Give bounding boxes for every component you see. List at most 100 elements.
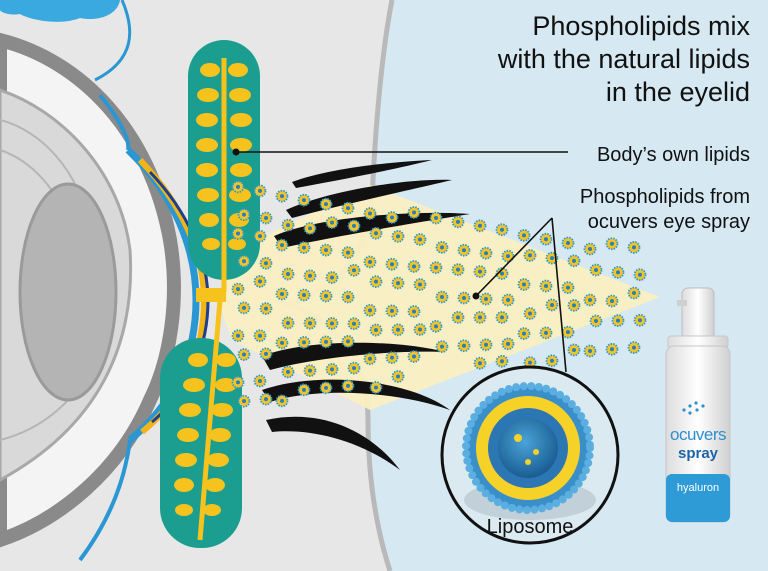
liposome-head-group [474,406,483,415]
phospholipid-particle-core [242,212,246,217]
liposome-head-group [580,418,589,427]
liposome-head-group [522,505,531,514]
phospholipid-particle-core [302,340,306,345]
title-line-3: in the eyelid [605,77,750,107]
phospholipid-particle-core [346,339,350,344]
phospholipid-particle-core [236,333,240,338]
phospholipid-particle-core [500,271,504,276]
phospholipid-particle-core [258,279,262,284]
phospholipid-particle-core [302,198,306,203]
bottle-variant: hyaluron [676,482,720,494]
phospholipid-particle-core [396,281,400,286]
liposome-head-group [584,458,593,467]
liposome-head-group [530,505,539,514]
upper-gland [188,40,260,292]
phospholipid-particle-core [544,237,548,242]
phospholipid-particle-core [484,251,488,256]
liposome-head-group [585,440,594,449]
phospholipid-particle-core [308,273,312,278]
phospholipid-particle-core [374,279,378,284]
liposome-head-group [570,485,579,494]
phospholipid-particle-core [242,305,246,310]
phospholipid-particle-core [478,223,482,228]
liposome-head-group [464,426,473,435]
liposome-head-group [585,433,594,442]
phospholipid-particle-core [610,347,614,352]
phospholipid-particle-core [528,253,532,258]
gland-duct [196,288,226,302]
diagram-title: Phospholipids mix with the natural lipid… [430,10,750,109]
phospholipid-particle-core [544,284,548,289]
liposome-head-group [507,503,516,512]
phospholipid-particle-core [368,308,372,313]
liposome-head-group [537,504,546,513]
phospholipid-particle-core [236,184,240,189]
liposome-head-group [504,385,513,394]
liposome-head-group [462,434,471,443]
phospholipid-particle-core [418,282,422,287]
phospholipid-particle-core [572,347,576,352]
phospholipid-particle-core [324,248,328,253]
phospholipid-particle-core [412,354,416,359]
lens [18,182,118,402]
phospholipid-particle-core [242,399,246,404]
liposome-head-group [519,382,528,391]
phospholipid-particle-core [324,294,328,298]
phospholipid-particle-core [286,320,290,325]
phospholipid-particle-core [456,267,460,272]
phospholipid-particle-core [374,385,378,390]
phospholipid-particle-core [324,339,328,344]
phospholipid-particle-core [440,245,444,250]
phospholipid-particle-core [264,261,268,266]
phospholipid-particle-core [500,315,504,320]
liposome-head-group [484,395,493,404]
liposome-magnifier [440,365,620,545]
liposome-head-group [468,471,477,480]
phospholipid-particle-core [572,303,576,308]
phospholipid-particle-core [462,296,466,300]
phospholipid-particle-core [330,275,334,280]
phospholipid-particle-core [484,342,488,347]
phospholipid-particle-core [522,233,526,238]
phospholipid-particle-core [258,333,262,338]
phospholipid-particle-core [308,368,312,373]
liposome-head-group [578,473,587,482]
phospholipid-particle-core [286,272,290,277]
phospholipid-particle-core [632,291,636,295]
phospholipid-particle-core [330,321,334,326]
phospholipid-particle-core [550,302,554,307]
liposome-head-group [581,466,590,475]
phospholipid-particle-core [258,378,262,383]
label-liposome: Liposome [486,516,574,538]
label-phospholipids-line-1: Phospholipids from [579,186,750,208]
phospholipid-particle-core [588,247,592,252]
phospholipid-particle-core [616,270,620,275]
liposome-head-group [487,494,496,503]
liposome-head-group [515,505,524,514]
eyeball [0,32,210,562]
liposome-head-group [583,425,592,434]
pointer-lines [232,148,568,373]
phospholipid-particle-core [330,220,334,225]
phospholipid-particle-core [390,355,394,360]
phospholipid-particle-core [528,360,532,365]
liposome-head-group [500,501,509,510]
phospholipid-particles [231,180,647,408]
label-phospholipids: Phospholipids from ocuvers eye spray [520,185,750,235]
phospholipid-particle-core [374,231,378,236]
phospholipid-particle-core [610,241,614,246]
nerve-line [94,0,132,82]
phospholipid-particle-core [286,369,290,374]
liposome-head-group [564,490,573,499]
phospholipid-particle-core [544,330,548,335]
liposome-head-group [534,382,543,391]
phospholipid-particle-core [550,256,554,261]
phospholipid-particle-core [522,282,526,287]
liposome-head-group [472,477,481,486]
title-line-1: Phospholipids mix [532,11,750,41]
liposome-head-group [549,387,558,396]
phospholipid-particle-core [456,219,460,224]
phospholipid-particle-core [308,321,312,326]
liposome-head-group [555,390,564,399]
phospholipid-particle-core [236,231,240,236]
